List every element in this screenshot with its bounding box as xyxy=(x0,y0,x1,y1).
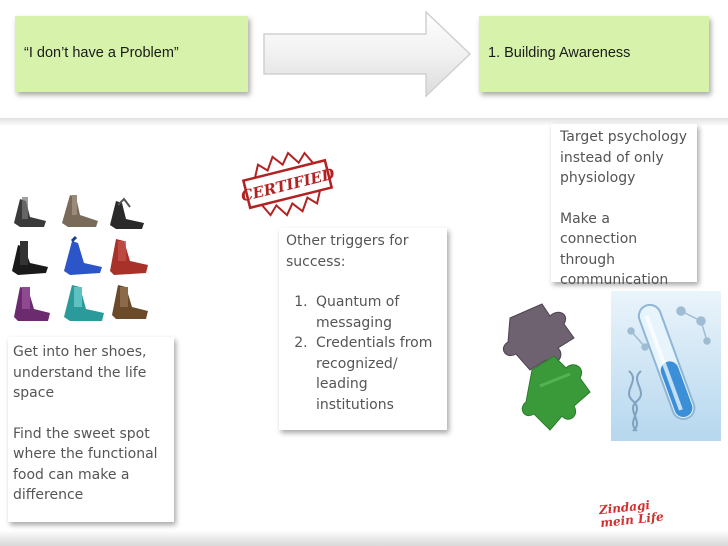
brand-logo-text: Zindagi mein Life xyxy=(598,497,665,531)
right-note: Target psychology instead of only physio… xyxy=(551,124,697,288)
certified-stamp-icon: CERTIFIED xyxy=(239,151,336,217)
awareness-box: 1. Building Awareness xyxy=(479,16,709,92)
middle-note: Other triggers for success: Quantum of m… xyxy=(279,228,447,430)
middle-note-item-1: Quantum of messaging xyxy=(312,292,443,333)
middle-note-item-2: Credentials from recognized/ leading ins… xyxy=(312,333,443,415)
middle-note-intro: Other triggers for success: xyxy=(286,233,409,270)
middle-note-list: Quantum of messaging Credentials from re… xyxy=(286,292,443,415)
left-note: Get into her shoes, understand the life … xyxy=(8,337,174,522)
left-note-p1: Get into her shoes, understand the life … xyxy=(13,344,147,401)
problem-box: “I don’t have a Problem” xyxy=(15,16,248,92)
arrow-right-icon xyxy=(263,10,472,98)
right-note-p1: Target psychology instead of only physio… xyxy=(560,129,687,186)
test-tube-dna-image xyxy=(611,291,721,441)
right-note-p2: Make a connection through communication xyxy=(560,210,669,289)
shoes-image xyxy=(12,195,148,321)
puzzle-image xyxy=(480,294,610,438)
problem-label: “I don’t have a Problem” xyxy=(24,45,179,61)
footer-bar xyxy=(0,530,728,546)
section-divider xyxy=(0,118,728,126)
awareness-label: 1. Building Awareness xyxy=(488,45,631,61)
left-note-p2: Find the sweet spot where the functional… xyxy=(13,425,158,504)
